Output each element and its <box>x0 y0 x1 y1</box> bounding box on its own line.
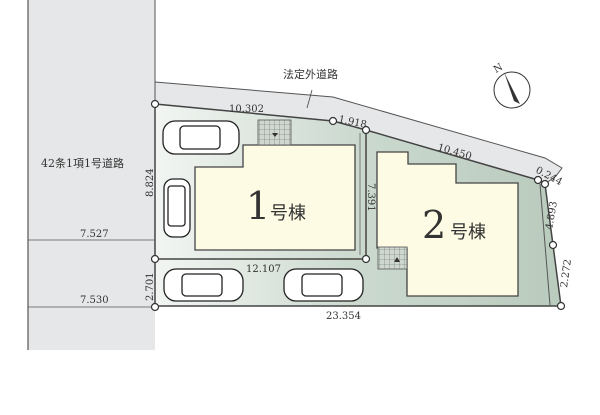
entrance-1 <box>257 119 292 146</box>
dim-left-lower: 2.701 <box>145 272 156 301</box>
building-1-suffix: 号棟 <box>270 203 306 224</box>
dim-road-lower: 7.530 <box>80 295 109 306</box>
compass-icon <box>493 71 531 109</box>
boundary-markers <box>150 99 566 312</box>
building-1 <box>194 144 356 251</box>
car-icon <box>162 120 364 302</box>
main-road-label: 42条1項1号道路 <box>41 156 124 170</box>
building-1-number: 1 <box>246 184 270 228</box>
dim-bottom: 23.354 <box>326 311 361 322</box>
main-road <box>28 0 155 350</box>
dim-left-upper: 8.824 <box>145 168 156 197</box>
dim-right-upper: 4.893 <box>544 200 560 230</box>
dim-top-left: 10.302 <box>229 104 264 115</box>
side-road-label: 法定外道路 <box>283 67 338 81</box>
entrance-2 <box>377 246 408 270</box>
dim-divider-h: 12.107 <box>246 264 281 275</box>
dim-divider-v: 7.391 <box>365 183 376 212</box>
dim-right-lower: 2.272 <box>559 259 574 289</box>
compass-north-label: N <box>492 62 505 76</box>
building-2-number: 2 <box>422 203 446 247</box>
building-2-suffix: 号棟 <box>450 222 486 243</box>
dim-road-upper: 7.527 <box>80 229 109 240</box>
